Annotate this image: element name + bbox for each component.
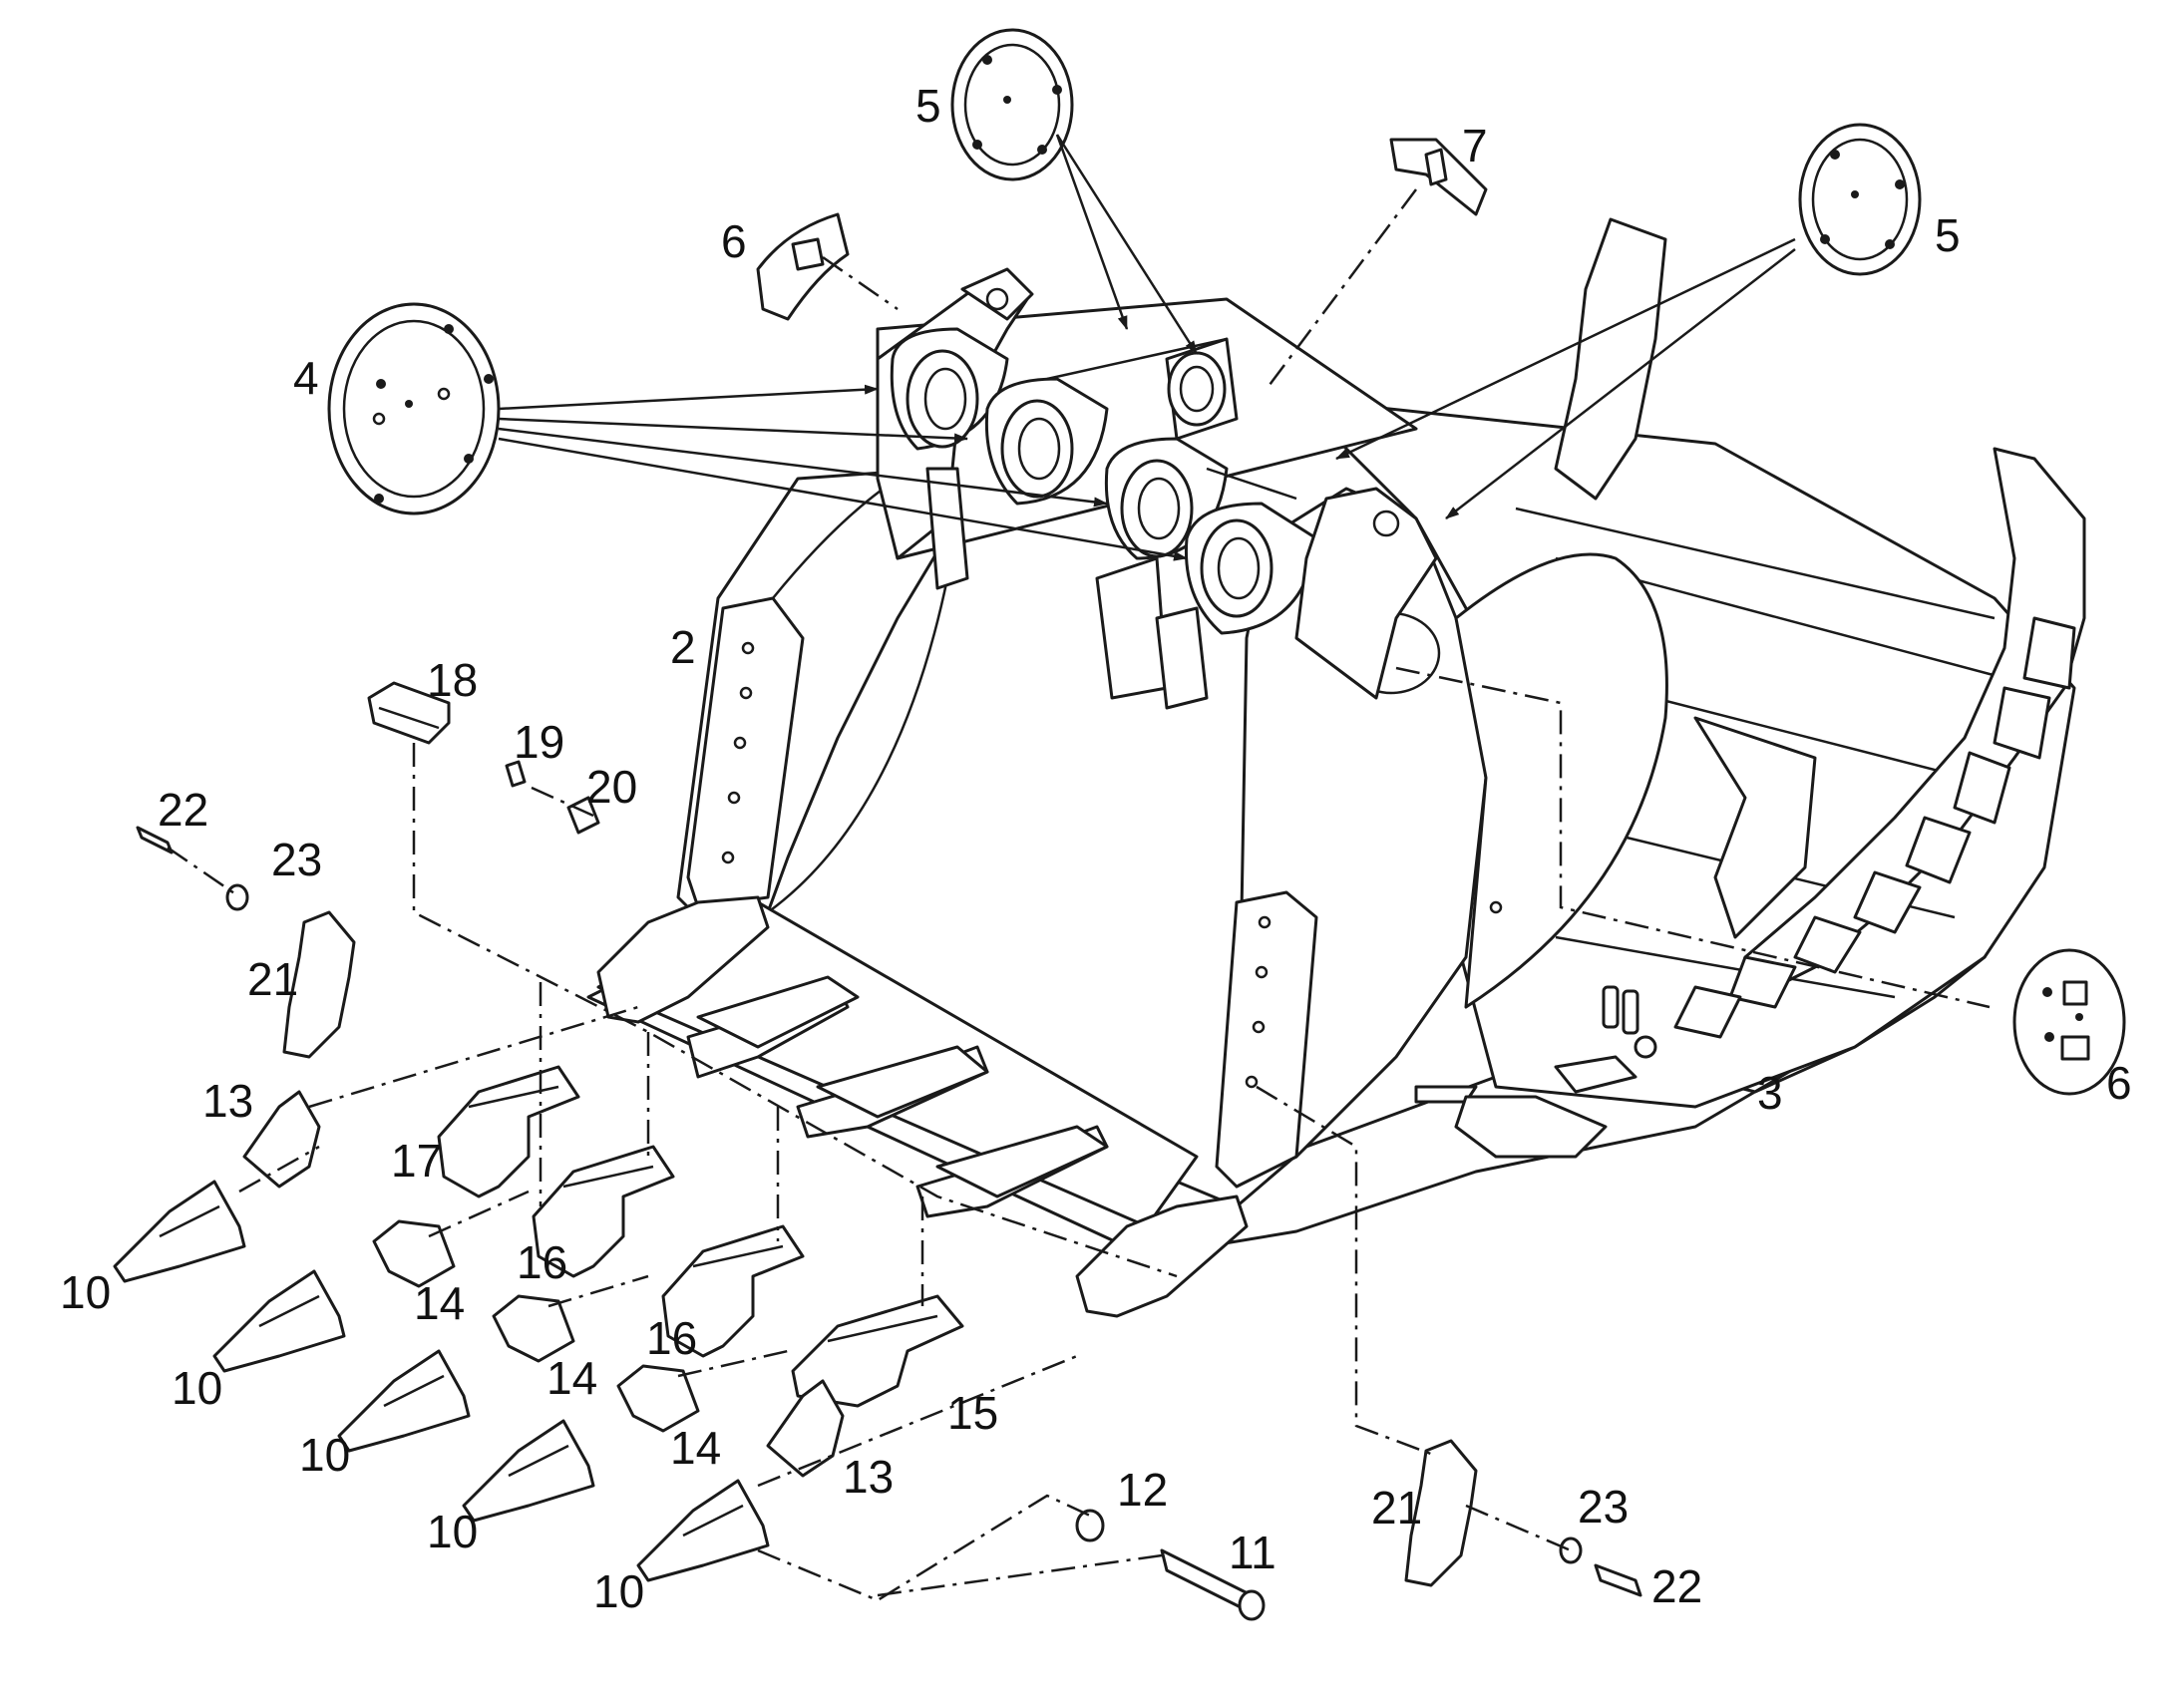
plate-21-right	[1404, 1439, 1478, 1587]
label-12: 12	[1117, 1464, 1168, 1516]
label-22-left: 22	[158, 784, 208, 836]
label-23-left: 23	[271, 834, 322, 885]
label-23-right: 23	[1578, 1481, 1629, 1533]
cutter-14-3	[616, 1364, 700, 1433]
label-16-2: 16	[646, 1312, 697, 1364]
label-17: 17	[391, 1135, 442, 1187]
retainer-13-2	[766, 1379, 845, 1478]
shroud-16a	[532, 1145, 675, 1278]
label-14-1: 14	[414, 1277, 465, 1329]
cover-6-right	[2012, 948, 2126, 1096]
cover-5-right	[1798, 123, 1922, 276]
part-labels: 2 3 4 5 5 6 6 7 10 10 10 10 10 11 12 13 …	[60, 80, 2132, 1617]
label-13-2: 13	[843, 1451, 894, 1503]
tooth-10-5	[636, 1479, 770, 1582]
label-11: 11	[1229, 1527, 1276, 1578]
cutter-14-2	[492, 1294, 575, 1363]
cover-4	[327, 302, 501, 515]
label-5-right: 5	[1935, 209, 1961, 261]
label-13-1: 13	[202, 1075, 253, 1127]
cover-5-left	[950, 28, 1074, 181]
label-7: 7	[1462, 120, 1488, 171]
tooth-10-4	[462, 1419, 595, 1523]
covers	[327, 28, 2126, 1096]
label-6-top: 6	[721, 215, 747, 267]
teeth-assembly	[596, 895, 1249, 1318]
plate-21-left	[282, 910, 356, 1059]
part-18	[367, 681, 451, 745]
label-10-4: 10	[427, 1506, 478, 1557]
label-5-left: 5	[915, 80, 941, 132]
label-20: 20	[586, 761, 637, 813]
label-15: 15	[947, 1387, 998, 1439]
shroud-17	[437, 1065, 580, 1198]
side-cutters	[242, 1090, 845, 1478]
shroud-16b	[661, 1224, 805, 1358]
part-7	[1389, 138, 1488, 216]
label-6-right: 6	[2106, 1057, 2132, 1109]
label-14-3: 14	[670, 1422, 721, 1474]
washer-23-right	[1559, 1537, 1583, 1564]
right-corner-adapter	[1075, 1195, 1249, 1318]
label-3: 3	[1757, 1067, 1783, 1119]
cover-6-top	[756, 212, 850, 321]
label-4: 4	[293, 352, 319, 404]
label-10-5: 10	[593, 1565, 644, 1617]
label-14-2: 14	[546, 1352, 597, 1404]
shrouds	[437, 1065, 964, 1408]
label-18: 18	[427, 654, 478, 706]
linkage-bosses	[876, 267, 1438, 710]
pin-22-left	[136, 826, 174, 854]
cutter-14-1	[372, 1219, 456, 1288]
right-side-inner	[1454, 552, 1668, 1009]
leader-arrows	[498, 134, 1796, 561]
assembly-lines	[167, 188, 1991, 1602]
tooth-10-3	[337, 1349, 471, 1453]
tooth-10-2	[212, 1269, 346, 1373]
pin-22-right	[1594, 1563, 1642, 1597]
label-10-1: 10	[60, 1266, 111, 1318]
part-19	[505, 760, 527, 788]
label-22-right: 22	[1651, 1560, 1702, 1612]
washer-23-left	[225, 883, 249, 911]
right-wear-strip	[1215, 890, 1318, 1189]
label-16-1: 16	[517, 1236, 567, 1288]
right-tall-lug	[1294, 487, 1438, 700]
teeth-10	[113, 1180, 770, 1582]
label-10-3: 10	[299, 1429, 350, 1481]
left-corner-adapter	[596, 895, 770, 1024]
label-21-right: 21	[1371, 1482, 1422, 1534]
small-parts	[136, 681, 1642, 1621]
washer-12	[1075, 1509, 1105, 1542]
label-10-2: 10	[172, 1362, 222, 1414]
label-19: 19	[514, 716, 564, 768]
retainer-13-1	[242, 1090, 321, 1189]
bucket-body	[586, 217, 2086, 1258]
label-21-left: 21	[247, 953, 298, 1005]
label-2: 2	[670, 621, 696, 673]
right-bucket-ear	[1554, 217, 1667, 501]
tooth-10-1	[113, 1180, 246, 1283]
